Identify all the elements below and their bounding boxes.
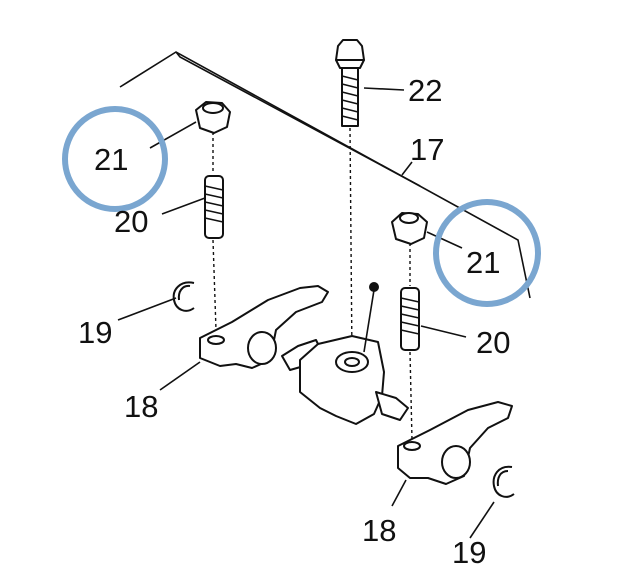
label-rocker-left: 18 <box>124 389 158 424</box>
clip-left-part <box>172 281 195 312</box>
leader-lines <box>117 87 495 539</box>
bolt-part <box>335 39 365 127</box>
nut-left-part <box>195 101 231 134</box>
label-nut-right: 21 <box>466 245 500 280</box>
label-stud-right: 20 <box>476 325 510 360</box>
highlight-circle-right <box>433 199 541 307</box>
rocker-arm-left-part <box>199 285 329 369</box>
rocker-arm-right-part <box>397 401 513 485</box>
clip-right-part <box>492 465 515 498</box>
highlight-circle-left <box>62 106 168 212</box>
label-bracket: 17 <box>410 132 444 167</box>
label-stud-left: 20 <box>114 204 148 239</box>
stud-right-part <box>400 287 420 351</box>
label-bolt: 22 <box>408 73 442 108</box>
nut-right-part <box>391 212 428 245</box>
label-clip-left: 19 <box>78 315 112 350</box>
stud-left-part <box>204 175 224 239</box>
bracket-outline <box>119 51 531 299</box>
label-clip-right: 19 <box>452 535 486 570</box>
label-nut-left: 21 <box>94 142 128 177</box>
rocker-shaft-part <box>281 282 409 425</box>
axis-lines <box>212 127 413 441</box>
label-rocker-right: 18 <box>362 513 396 548</box>
